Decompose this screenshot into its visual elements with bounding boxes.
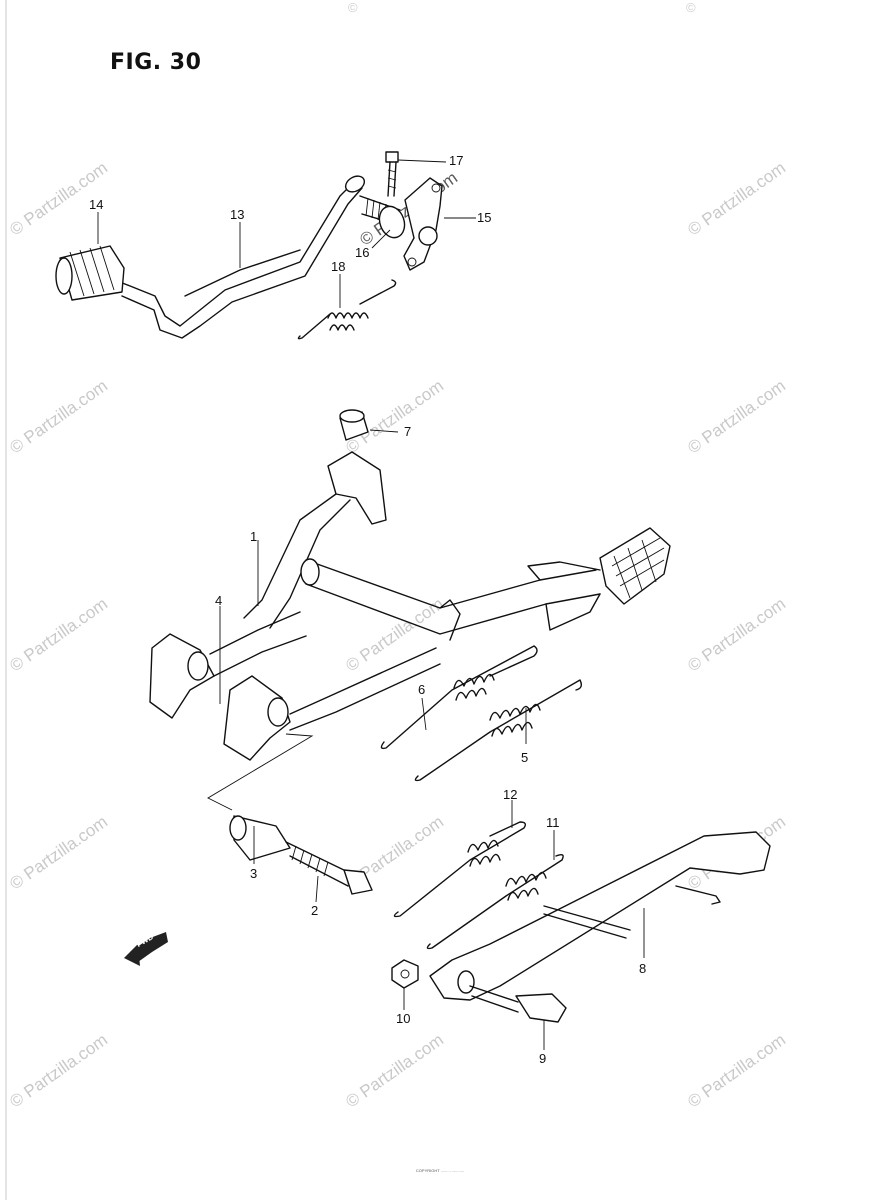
callout-12: 12: [503, 787, 518, 802]
callout-3: 3: [250, 866, 258, 881]
callout-16: 16: [355, 245, 370, 260]
edge-watermark-mark: ©: [348, 0, 358, 15]
spring-18-drawing: [297, 279, 397, 340]
callout-8: 8: [639, 961, 647, 976]
forward-arrow-icon: [124, 932, 168, 966]
callout-2: 2: [311, 903, 319, 918]
callout-7: 7: [404, 424, 412, 439]
stopper-7-drawing: [339, 409, 369, 441]
callout-9: 9: [539, 1051, 547, 1066]
springs-11-12-drawing: [393, 821, 564, 950]
springs-5-6-drawing: [380, 645, 583, 782]
shift-arm-assembly: [359, 151, 443, 271]
shift-lever-assembly: [55, 175, 366, 339]
edge-watermark-mark: ©: [686, 0, 696, 15]
copyright-notice: COPYRIGHT ......... ...........: [415, 1168, 465, 1173]
callout-11: 11: [546, 815, 560, 830]
callout-14: 14: [89, 197, 104, 212]
center-stand-drawing: [149, 451, 671, 761]
callout-4: 4: [215, 593, 223, 608]
callout-6: 6: [418, 682, 426, 697]
callout-13: 13: [230, 207, 245, 222]
pivot-parts-drawing: [207, 733, 373, 895]
callout-17: 17: [449, 153, 464, 168]
callout-1: 1: [250, 529, 258, 544]
callout-18: 18: [331, 259, 346, 274]
callout-5: 5: [521, 750, 529, 765]
callout-15: 15: [477, 210, 492, 225]
callout-leader-lines: [97, 159, 645, 1050]
figure-title: FIG. 30: [110, 50, 202, 75]
callout-10: 10: [396, 1011, 411, 1026]
side-stand-drawing: [391, 831, 771, 1023]
